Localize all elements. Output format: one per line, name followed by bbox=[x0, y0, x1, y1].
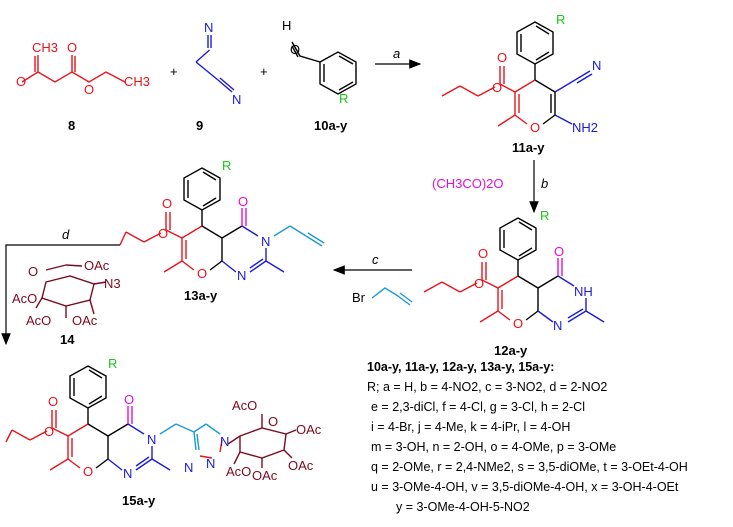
compound-13-structure bbox=[119, 167, 325, 273]
plus-sign: + bbox=[260, 64, 268, 79]
atom-o: O bbox=[474, 276, 484, 291]
atom-n: N bbox=[204, 20, 213, 35]
compound-11-structure bbox=[441, 21, 593, 127]
compound-8-structure bbox=[21, 55, 126, 83]
legend-line-1: R; a = H, b = 4-NO2, c = 3-NO2, d = 2-NO… bbox=[367, 380, 607, 394]
compound-label-8: 8 bbox=[68, 118, 75, 133]
substituent-aco: AcO bbox=[232, 398, 257, 413]
substituent-r: R bbox=[108, 356, 117, 371]
atom-o: O bbox=[197, 266, 207, 281]
atom-n: N bbox=[232, 92, 241, 107]
atom-h: H bbox=[282, 18, 291, 33]
substituent-legend: 10a-y, 11a-y, 12a-y, 13a-y, 15a-y: R; a … bbox=[367, 360, 688, 514]
atom-o: O bbox=[16, 74, 26, 89]
compound-12-structure bbox=[423, 217, 605, 323]
step-a-label: a bbox=[393, 46, 400, 61]
plus-sign: + bbox=[170, 64, 178, 79]
atom-n: N bbox=[147, 432, 156, 447]
legend-line-4: m = 3-OH, n = 2-OH, o = 4-OMe, p = 3-OMe bbox=[371, 440, 616, 454]
substituent-oac: OAc bbox=[72, 313, 98, 328]
compound-label-15: 15a-y bbox=[122, 493, 156, 508]
atom-o: O bbox=[83, 464, 93, 479]
reagent-acetic-anhydride: (CH3CO)2O bbox=[432, 176, 504, 191]
atom-o: O bbox=[268, 414, 278, 429]
atom-n: N bbox=[123, 466, 132, 481]
atom-o: O bbox=[530, 120, 540, 135]
atom-o: O bbox=[67, 40, 77, 55]
substituent-aco: AcO bbox=[226, 464, 251, 479]
atom-nh2: NH2 bbox=[572, 120, 598, 135]
atom-o: O bbox=[158, 226, 168, 241]
atom-o: O bbox=[554, 244, 564, 259]
compound-label-13: 13a-y bbox=[184, 288, 218, 303]
atom-o: O bbox=[238, 194, 248, 209]
compound-label-12: 12a-y bbox=[494, 343, 528, 358]
compound-10-structure bbox=[291, 41, 357, 95]
atom-ch3: CH3 bbox=[124, 74, 150, 89]
legend-line-2: e = 2,3-diCl, f = 4-Cl, g = 3-Cl, h = 2-… bbox=[371, 400, 585, 414]
atom-o: O bbox=[28, 264, 38, 279]
compound-9-structure bbox=[195, 35, 235, 93]
atom-n: N bbox=[220, 434, 229, 449]
substituent-r: R bbox=[339, 91, 348, 106]
atom-o: O bbox=[84, 82, 94, 97]
atom-nh: NH bbox=[574, 284, 593, 299]
substituent-n3: N3 bbox=[104, 276, 121, 291]
legend-line-3: i = 4-Br, j = 4-Me, k = 4-iPr, l = 4-OH bbox=[371, 420, 570, 434]
legend-line-7: y = 3-OMe-4-OH-5-NO2 bbox=[396, 500, 530, 514]
substituent-oac: OAc bbox=[288, 458, 314, 473]
atom-o: O bbox=[497, 50, 507, 65]
atom-n: N bbox=[261, 234, 270, 249]
substituent-aco: AcO bbox=[26, 313, 51, 328]
legend-line-5: q = 2-OMe, r = 2,4-NMe2, s = 3,5-diOMe, … bbox=[371, 460, 688, 474]
substituent-r: R bbox=[222, 158, 231, 173]
atom-o: O bbox=[162, 196, 172, 211]
substituent-r: R bbox=[556, 12, 565, 27]
atom-ch3: CH3 bbox=[32, 40, 58, 55]
legend-line-6: u = 3-OMe-4-OH, v = 3,5-diOMe-4-OH, x = … bbox=[371, 480, 679, 494]
legend-header: 10a-y, 11a-y, 12a-y, 13a-y, 15a-y: bbox=[367, 360, 554, 374]
substituent-oac: OAc bbox=[84, 258, 110, 273]
atom-o: O bbox=[44, 424, 54, 439]
atom-n: N bbox=[237, 268, 246, 283]
substituent-aco: AcO bbox=[12, 291, 37, 306]
step-b-label: b bbox=[541, 176, 548, 191]
reagent-propargyl-bromide: Br bbox=[352, 290, 366, 305]
substituent-oac: OAc bbox=[296, 422, 322, 437]
step-c-label: c bbox=[372, 252, 379, 267]
arrow-step-d bbox=[1, 244, 120, 346]
propargyl-chain bbox=[371, 287, 413, 306]
compound-15-structure bbox=[5, 365, 297, 471]
atom-o: O bbox=[478, 246, 488, 261]
atom-o: O bbox=[513, 316, 523, 331]
atom-n: N bbox=[553, 318, 562, 333]
atom-o: O bbox=[48, 394, 58, 409]
substituent-oac: OAc bbox=[252, 468, 278, 483]
compound-label-9: 9 bbox=[196, 118, 203, 133]
compound-14-structure bbox=[35, 264, 107, 318]
substituent-r: R bbox=[540, 208, 549, 223]
step-d-label: d bbox=[62, 227, 70, 242]
compound-label-14: 14 bbox=[60, 332, 75, 347]
atom-o: O bbox=[290, 42, 300, 57]
compound-label-10: 10a-y bbox=[314, 118, 348, 133]
atom-n: N bbox=[184, 460, 193, 475]
atom-o: O bbox=[492, 80, 502, 95]
atom-o: O bbox=[124, 392, 134, 407]
atom-n: N bbox=[206, 456, 215, 471]
atom-n: N bbox=[592, 58, 601, 73]
compound-label-11: 11a-y bbox=[512, 140, 545, 155]
